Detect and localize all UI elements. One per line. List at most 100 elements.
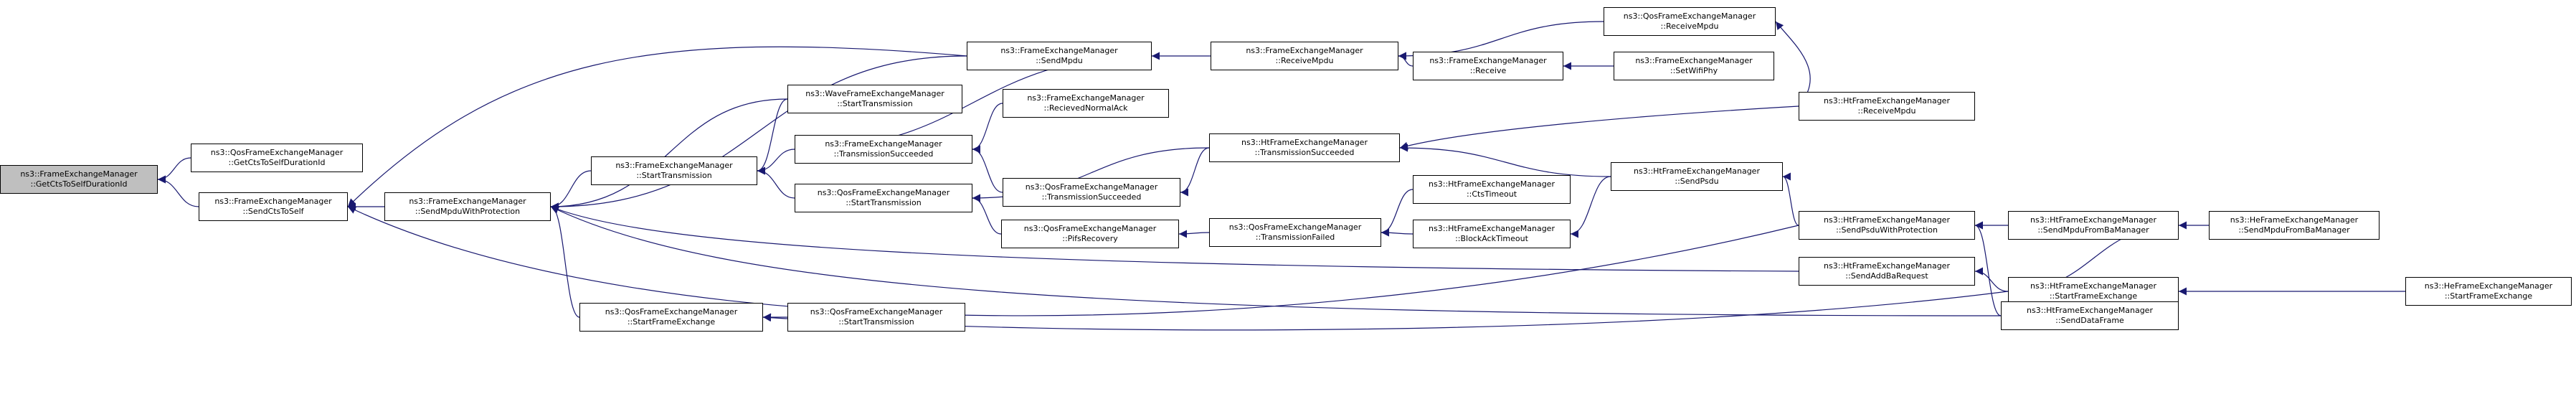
graph-node-n16[interactable]: ns3::HtFrameExchangeManager::Transmissio…	[1209, 133, 1400, 162]
node-method-name: ::SendMpduWithProtection	[415, 207, 521, 216]
node-method-name: ::SendAddBaRequest	[1845, 271, 1928, 281]
graph-node-n6[interactable]: ns3::FrameExchangeManager::ReceiveMpdu	[1211, 42, 1398, 70]
node-method-name: ::StartFrameExchange	[2444, 291, 2533, 301]
node-class-name: ns3::QosFrameExchangeManager	[810, 307, 943, 316]
graph-edge	[1399, 144, 1611, 177]
node-class-name: ns3::FrameExchangeManager	[214, 197, 332, 206]
node-class-name: ns3::FrameExchangeManager	[615, 161, 733, 170]
node-class-name: ns3::HtFrameExchangeManager	[1824, 96, 1950, 105]
node-method-name: ::GetCtsToSelfDurationId	[30, 179, 128, 189]
graph-node-n18[interactable]: ns3::QosFrameExchangeManager::StartTrans…	[795, 184, 972, 212]
graph-node-n4[interactable]: ns3::FrameExchangeManager::SendMpduWithP…	[384, 192, 551, 221]
graph-node-n29[interactable]: ns3::QosFrameExchangeManager::StartFrame…	[579, 303, 763, 332]
graph-edge	[1974, 221, 2002, 316]
graph-node-n26[interactable]: ns3::HtFrameExchangeManager::SendAddBaRe…	[1799, 257, 1975, 286]
node-method-name: ::ReceiveMpdu	[1275, 56, 1334, 65]
graph-node-n23[interactable]: ns3::HtFrameExchangeManager::SendPsduWit…	[1799, 211, 1975, 240]
node-method-name: ::PifsRecovery	[1062, 234, 1118, 243]
node-class-name: ns3::QosFrameExchangeManager	[1023, 224, 1157, 233]
graph-edge	[550, 170, 592, 211]
node-method-name: ::ReceiveMpdu	[1857, 106, 1916, 116]
graph-node-n22[interactable]: ns3::HtFrameExchangeManager::BlockAckTim…	[1413, 220, 1571, 248]
graph-edge	[1398, 52, 1414, 67]
graph-node-n15[interactable]: ns3::QosFrameExchangeManager::Transmissi…	[1003, 178, 1180, 207]
graph-node-n5[interactable]: ns3::FrameExchangeManager::SendMpdu	[967, 42, 1152, 70]
node-method-name: ::RecievedNormalAck	[1043, 103, 1128, 113]
graph-edge	[757, 166, 795, 199]
node-class-name: ns3::QosFrameExchangeManager	[605, 307, 738, 316]
graph-edge	[550, 202, 580, 318]
graph-edge	[1381, 189, 1414, 237]
node-class-name: ns3::HtFrameExchangeManager	[1824, 261, 1950, 271]
graph-edge	[157, 175, 199, 207]
node-class-name: ns3::HeFrameExchangeManager	[2230, 215, 2359, 225]
graph-edge	[347, 206, 1799, 316]
node-class-name: ns3::QosFrameExchangeManager	[1025, 182, 1158, 192]
node-method-name: ::SendMpduFromBaManager	[2238, 225, 2350, 235]
node-method-name: ::SendPsduWithProtection	[1836, 225, 1938, 235]
node-class-name: ns3::FrameExchangeManager	[1429, 56, 1547, 65]
graph-node-n28[interactable]: ns3::HeFrameExchangeManager::StartFrameE…	[2405, 277, 2572, 306]
node-class-name: ns3::FrameExchangeManager	[1027, 93, 1145, 103]
node-method-name: ::Receive	[1469, 66, 1507, 75]
node-method-name: ::StartFrameExchange	[2049, 291, 2138, 301]
node-method-name: ::StartFrameExchange	[627, 317, 716, 327]
node-class-name: ns3::QosFrameExchangeManager	[210, 148, 344, 157]
graph-node-n30[interactable]: ns3::QosFrameExchangeManager::StartTrans…	[787, 303, 965, 332]
node-class-name: ns3::HtFrameExchangeManager	[2030, 215, 2156, 225]
graph-edge	[550, 98, 788, 211]
node-class-name: ns3::FrameExchangeManager	[20, 169, 138, 179]
graph-node-n20[interactable]: ns3::QosFrameExchangeManager::PifsRecove…	[1001, 220, 1179, 248]
graph-node-n1: ns3::FrameExchangeManager::GetCtsToSelfD…	[0, 165, 158, 194]
node-class-name: ns3::QosFrameExchangeManager	[1228, 222, 1362, 232]
graph-node-n12[interactable]: ns3::FrameExchangeManager::RecievedNorma…	[1003, 89, 1169, 118]
graph-node-n2[interactable]: ns3::QosFrameExchangeManager::GetCtsToSe…	[191, 144, 363, 172]
graph-edge	[1974, 267, 2009, 292]
node-method-name: ::BlockAckTimeout	[1455, 234, 1528, 243]
graph-node-n13[interactable]: ns3::FrameExchangeManager::StartTransmis…	[591, 156, 757, 185]
node-class-name: ns3::FrameExchangeManager	[1246, 46, 1363, 55]
node-method-name: ::TransmissionSucceeded	[833, 149, 934, 159]
graph-edge	[1782, 172, 1799, 226]
node-class-name: ns3::HtFrameExchangeManager	[2027, 306, 2153, 315]
graph-edge	[157, 157, 191, 184]
graph-node-n25[interactable]: ns3::HeFrameExchangeManager::SendMpduFro…	[2209, 211, 2380, 240]
node-class-name: ns3::HtFrameExchangeManager	[1241, 138, 1368, 147]
node-method-name: ::SetWifiPhy	[1670, 66, 1718, 75]
node-class-name: ns3::HtFrameExchangeManager	[1429, 224, 1555, 233]
node-class-name: ns3::HtFrameExchangeManager	[1634, 166, 1760, 176]
node-method-name: ::ReceiveMpdu	[1660, 22, 1719, 31]
graph-node-n7[interactable]: ns3::QosFrameExchangeManager::ReceiveMpd…	[1604, 7, 1776, 36]
graph-edge	[972, 194, 1002, 235]
graph-node-n14[interactable]: ns3::FrameExchangeManager::TransmissionS…	[795, 135, 972, 164]
graph-node-n17[interactable]: ns3::HtFrameExchangeManager::SendPsdu	[1611, 162, 1783, 191]
graph-node-n31[interactable]: ns3::HtFrameExchangeManager::SendDataFra…	[2001, 301, 2179, 330]
node-class-name: ns3::QosFrameExchangeManager	[817, 188, 950, 197]
graph-node-n21[interactable]: ns3::QosFrameExchangeManager::Transmissi…	[1209, 218, 1381, 247]
graph-edge	[550, 205, 1799, 272]
graph-node-n19[interactable]: ns3::HtFrameExchangeManager::CtsTimeout	[1413, 175, 1571, 204]
graph-edge	[347, 46, 967, 207]
node-class-name: ns3::FrameExchangeManager	[409, 197, 526, 206]
graph-node-n10[interactable]: ns3::HtFrameExchangeManager::ReceiveMpdu	[1799, 92, 1975, 121]
node-method-name: ::StartTransmission	[846, 198, 922, 207]
graph-edge	[757, 98, 788, 175]
graph-node-n8[interactable]: ns3::FrameExchangeManager::Receive	[1413, 52, 1563, 80]
graph-node-n3[interactable]: ns3::FrameExchangeManager::SendCtsToSelf	[199, 192, 348, 221]
node-method-name: ::StartTransmission	[838, 317, 914, 327]
node-class-name: ns3::HtFrameExchangeManager	[1824, 215, 1950, 225]
node-class-name: ns3::HtFrameExchangeManager	[1429, 179, 1555, 189]
graph-edge	[1398, 21, 1604, 60]
node-class-name: ns3::QosFrameExchangeManager	[1623, 11, 1756, 21]
graph-edge	[972, 103, 1003, 154]
node-method-name: ::CtsTimeout	[1466, 189, 1517, 199]
graph-node-n11[interactable]: ns3::WaveFrameExchangeManager::StartTran…	[787, 85, 962, 113]
node-method-name: ::TransmissionSucceeded	[1254, 148, 1355, 157]
node-method-name: ::SendCtsToSelf	[242, 207, 304, 216]
node-method-name: ::StartTransmission	[837, 99, 913, 108]
graph-edge	[1570, 176, 1611, 238]
node-method-name: ::StartTransmission	[636, 171, 712, 180]
graph-node-n9[interactable]: ns3::FrameExchangeManager::SetWifiPhy	[1614, 52, 1774, 80]
node-class-name: ns3::WaveFrameExchangeManager	[805, 89, 944, 98]
graph-node-n24[interactable]: ns3::HtFrameExchangeManager::SendMpduFro…	[2008, 211, 2179, 240]
